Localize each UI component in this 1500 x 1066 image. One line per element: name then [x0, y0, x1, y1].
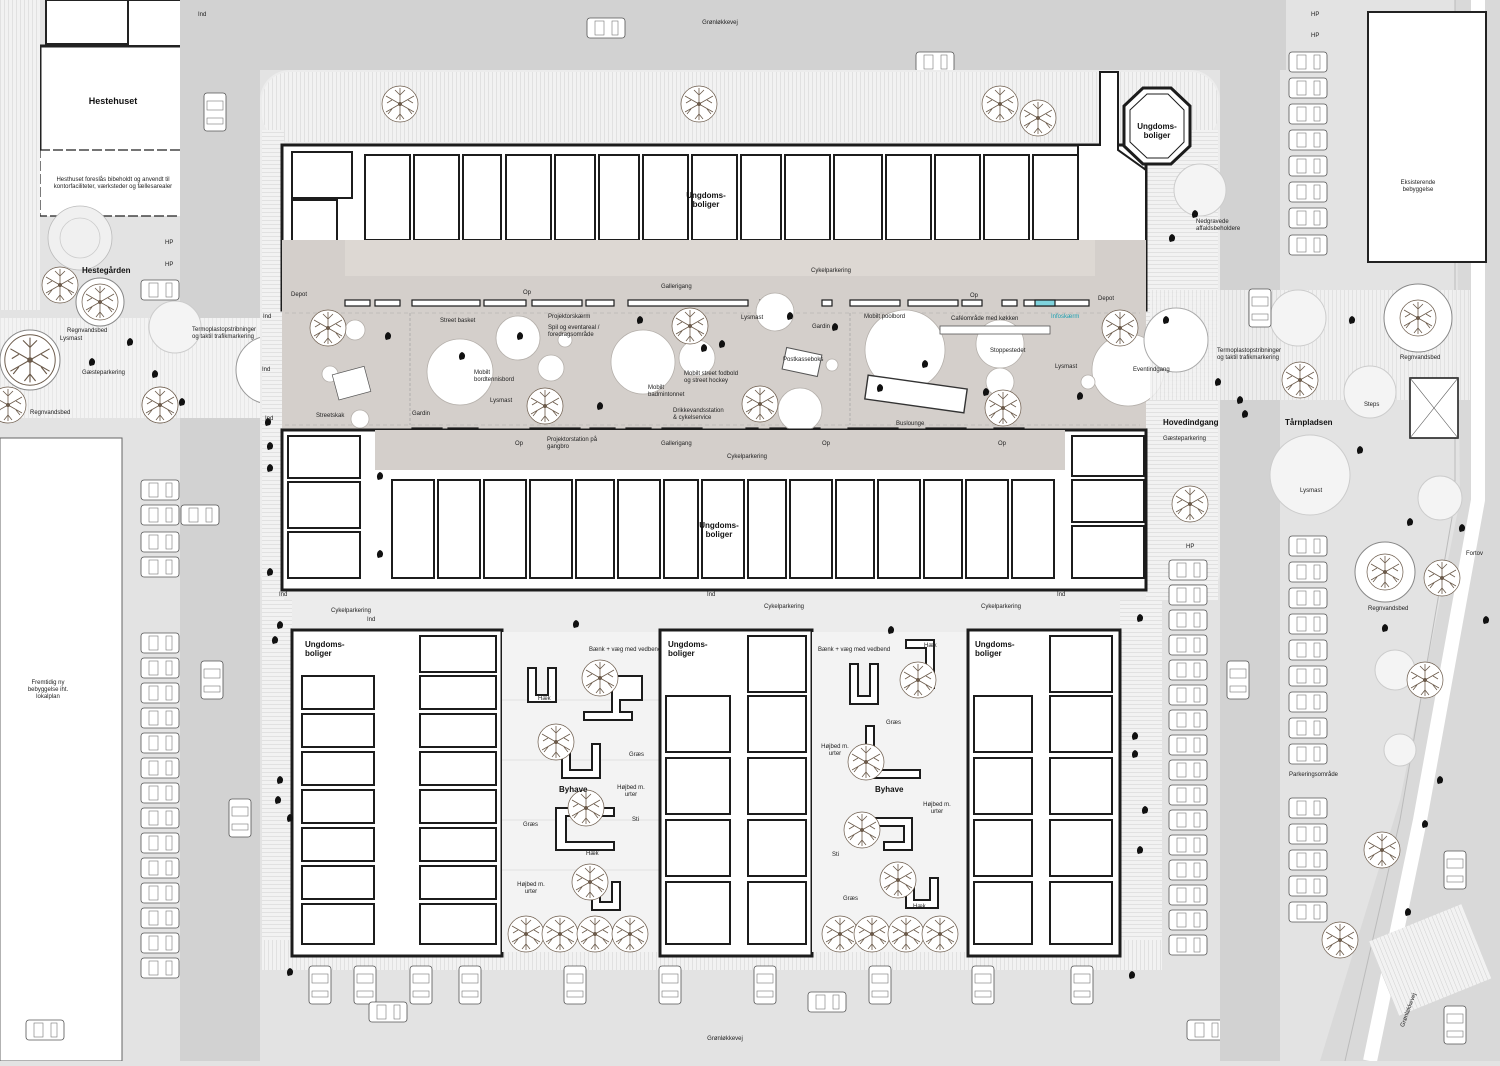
ind-left-top: Ind — [198, 12, 207, 18]
haek-3: Hæk — [924, 643, 937, 649]
cykelparkering-lower-1: Cykelparkering — [331, 608, 372, 614]
regnvandsbed-right-2: Regnvandsbed — [1368, 606, 1409, 612]
graes-3: Græs — [886, 720, 901, 726]
lower-block-2-title: Ungdoms- boliger — [668, 640, 708, 659]
cykelparkering-north: Cykelparkering — [811, 268, 852, 274]
infoskaerm-label: Infoskærm — [1051, 314, 1080, 320]
nedgravede-label: Nedgravede affaldsbeholdere — [1196, 219, 1241, 232]
ind-plaza-w2: Ind — [262, 367, 271, 373]
byhave-1: Byhave — [559, 785, 588, 794]
spil-label: Spil og eventareal / foredragsområde — [548, 325, 600, 338]
sti-1: Sti — [632, 817, 640, 823]
poolbord-label: Mobilt poolbord — [864, 314, 906, 320]
haek-4: Hæk — [913, 904, 926, 910]
op-north-east: Op — [970, 293, 979, 299]
taarnpladsen-label: Tårnpladsen — [1285, 418, 1333, 427]
buslounge-label: Buslounge — [896, 421, 925, 427]
byhave-2: Byhave — [875, 785, 904, 794]
ind-lower-3: Ind — [707, 592, 716, 598]
street-label-north: Grønløkkevej — [702, 20, 738, 26]
gaesteparkering-left: Gæsteparkering — [82, 370, 126, 376]
lysmast-plaza-1: Lysmast — [490, 398, 513, 404]
fremtidig-label: Fremtidig ny bebyggelse iht. lokalplan — [27, 680, 69, 700]
termoplast-left: Termoplastopstribninger og taktil trafik… — [192, 327, 257, 340]
haek-2: Hæk — [586, 851, 599, 857]
lower-block-3-title: Ungdoms- boliger — [975, 640, 1015, 659]
graes-1: Græs — [629, 752, 644, 758]
lysmast-plaza-3: Lysmast — [1055, 364, 1078, 370]
graes-4: Græs — [843, 896, 858, 902]
hestegaarden-label: Hestegården — [82, 266, 131, 275]
op-plaza-1: Op — [515, 441, 524, 447]
termoplast-right: Termoplastopstribninger og taktil trafik… — [1217, 348, 1282, 361]
north-block-title: Ungdoms- boliger — [686, 191, 726, 210]
stoppestedet-label: Stoppestedet — [990, 348, 1026, 354]
projektorstation-label: Projektorstation på gangbro — [547, 437, 598, 450]
badminton-label: Mobilt badmintonnet — [648, 385, 685, 398]
regnvandsbed-right-1: Regnvandsbed — [1400, 355, 1441, 361]
south-row-title: Ungdoms- boliger — [699, 521, 739, 540]
lysmast-right: Lysmast — [1300, 488, 1323, 494]
hojbed-2: Højbed m. urter — [517, 882, 545, 895]
streetskak-label: Streetskak — [316, 413, 345, 419]
hp-left-2: HP — [165, 262, 174, 268]
ind-plaza-w3: Ind — [265, 416, 274, 422]
eksisterende-label: Eksisterende bebyggelse — [1400, 180, 1436, 193]
ind-plaza-w1: Ind — [263, 314, 272, 320]
street-label-south: Grønløkkevej — [707, 1036, 743, 1042]
tower-label: Ungdoms- boliger — [1137, 122, 1177, 141]
ind-lower-2: Ind — [367, 617, 376, 623]
hestehuset-label: Hestehuset — [88, 96, 138, 106]
cykelparkering-lower-2: Cykelparkering — [764, 604, 805, 610]
street-basket-label: Street basket — [440, 318, 476, 324]
eventindgang-label: Eventindgang — [1133, 367, 1170, 373]
cafe-label: Caféområde med køkken — [951, 316, 1019, 322]
fodbold-label: Mobilt street fodbold og street hockey — [684, 371, 739, 384]
steps-label: Steps — [1364, 402, 1380, 408]
lower-block-1-title: Ungdoms- boliger — [305, 640, 345, 659]
cykelparkering-south-row: Cykelparkering — [727, 454, 768, 460]
op-north-west: Op — [523, 290, 532, 296]
hp-left-1: HP — [165, 240, 174, 246]
baenk-2: Bænk + væg med vedbend — [818, 647, 891, 653]
depot-east: Depot — [1098, 296, 1115, 302]
baenk-1: Bænk + væg med vedbend — [589, 647, 662, 653]
gardin-1: Gardin — [812, 324, 831, 330]
ind-lower-4: Ind — [1057, 592, 1066, 598]
hestehuset-note: Hesthuset foreslås bibeholdt og anvendt … — [53, 177, 173, 190]
regnvandsbed-left-1: Regnvandsbed — [67, 328, 108, 334]
graes-2: Græs — [523, 822, 538, 828]
gallerigang-south: Gallerigang — [661, 441, 692, 447]
gallerigang-north: Gallerigang — [661, 284, 692, 290]
haek-1: Hæk — [538, 696, 551, 702]
gaesteparkering-right: Gæsteparkering — [1163, 436, 1207, 442]
hp-right-3: HP — [1186, 544, 1195, 550]
projektorskaerm-label: Projektorskærm — [548, 314, 591, 320]
depot-west: Depot — [291, 292, 308, 298]
sti-2: Sti — [832, 852, 840, 858]
op-plaza-2: Op — [822, 441, 831, 447]
regnvandsbed-left-2: Regnvandsbed — [30, 410, 71, 416]
hp-right-2: HP — [1311, 33, 1320, 39]
fortov-label: Fortov — [1466, 551, 1484, 557]
cykelparkering-lower-3: Cykelparkering — [981, 604, 1022, 610]
postkasseboks-label: Postkasseboks — [783, 357, 824, 363]
op-plaza-3: Op — [998, 441, 1007, 447]
hojbed-1: Højbed m. urter — [617, 785, 645, 798]
hojbed-3: Højbed m. urter — [821, 744, 849, 757]
hp-right-1: HP — [1311, 12, 1320, 18]
lysmast-left: Lysmast — [60, 336, 83, 342]
bordtennis-label: Mobilt bordtennisbord — [474, 370, 515, 383]
hojbed-4: Højbed m. urter — [923, 802, 951, 815]
parkeringsomraade-label: Parkeringsområde — [1289, 772, 1339, 778]
hovedindgang-label: Hovedindgang — [1163, 418, 1219, 427]
gardin-2: Gardin — [412, 411, 431, 417]
drikkevand-label: Drikkevandsstation & cykelservice — [673, 408, 724, 421]
ind-lower-1: Ind — [279, 592, 288, 598]
lysmast-plaza-2: Lysmast — [741, 315, 764, 321]
